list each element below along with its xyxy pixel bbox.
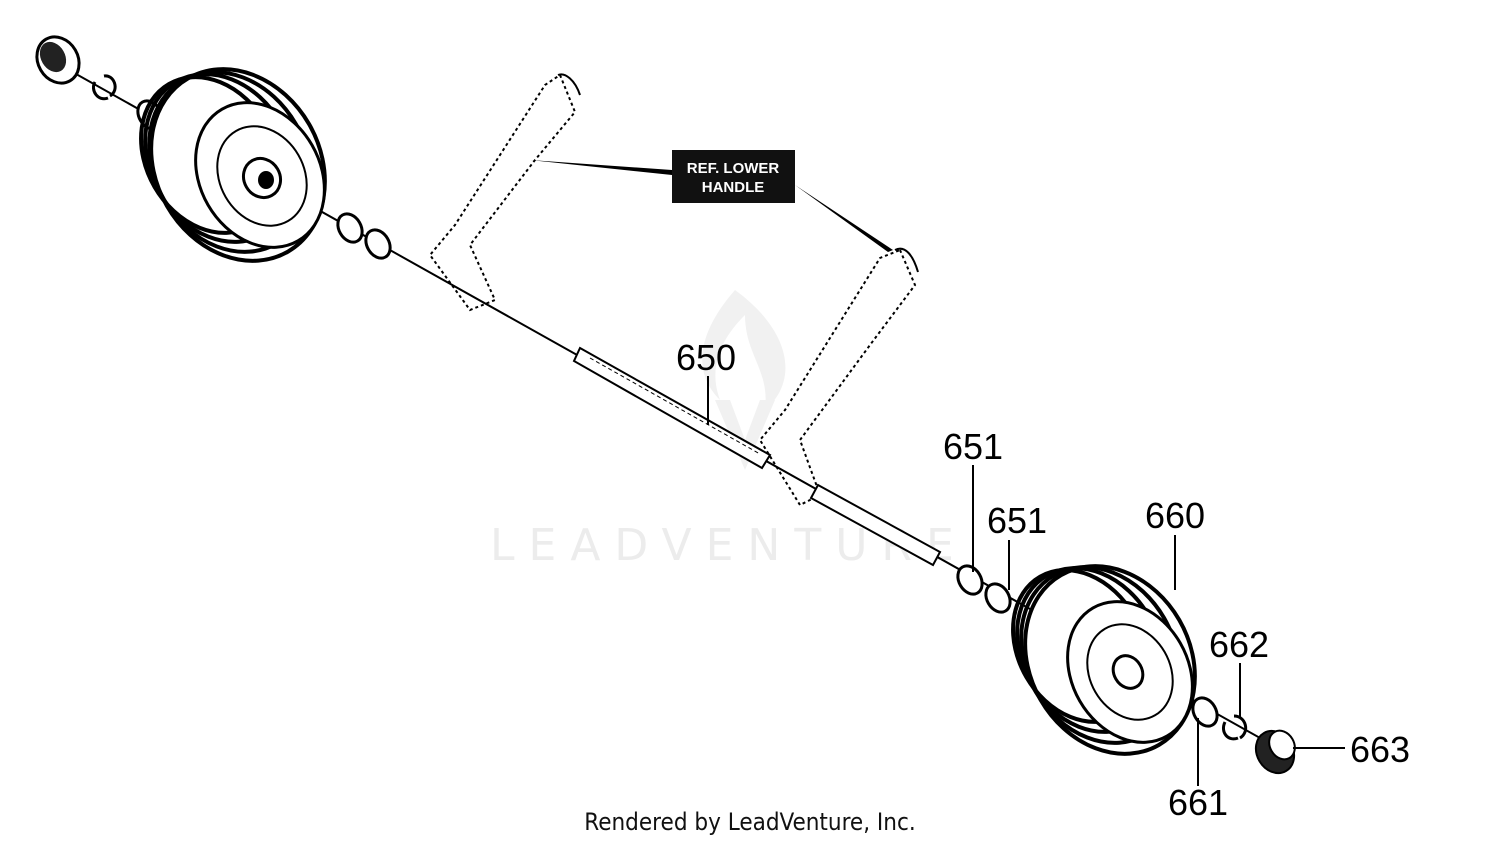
callout-663: 663 — [1350, 729, 1410, 770]
handle-top-left-edge — [557, 73, 581, 96]
wheel-660 — [1011, 564, 1197, 756]
watermark-v-icon — [715, 400, 775, 470]
left-inner-washer-1 — [336, 212, 364, 244]
left-wheel — [139, 67, 327, 263]
washer-651-b — [984, 582, 1012, 614]
left-hub-cap — [35, 35, 81, 85]
callout-651-lower: 651 — [987, 500, 1047, 541]
callout-662: 662 — [1209, 624, 1269, 665]
handle-top-right-edge — [894, 247, 919, 273]
callout-650: 650 — [676, 337, 736, 378]
ref-label-line-1: REF. LOWER — [687, 160, 780, 177]
axle-tube-650 — [572, 346, 942, 567]
callout-651-upper: 651 — [943, 426, 1003, 467]
ref-label-line-2: HANDLE — [702, 179, 765, 196]
left-inner-washer-2 — [364, 228, 392, 260]
callout-661: 661 — [1168, 782, 1228, 823]
callout-leaders — [707, 376, 1345, 786]
left-push-nut — [92, 74, 117, 101]
push-nut-662 — [1222, 714, 1248, 741]
lower-handle-outline — [428, 73, 917, 507]
washer-651-a — [956, 564, 984, 596]
watermark-flame-icon — [702, 290, 786, 410]
hub-cap-663 — [1254, 729, 1296, 775]
callout-660: 660 — [1145, 495, 1205, 536]
footer-credit: Rendered by LeadVenture, Inc. — [584, 808, 915, 836]
ref-lower-handle-label: REF. LOWER HANDLE — [530, 150, 893, 252]
